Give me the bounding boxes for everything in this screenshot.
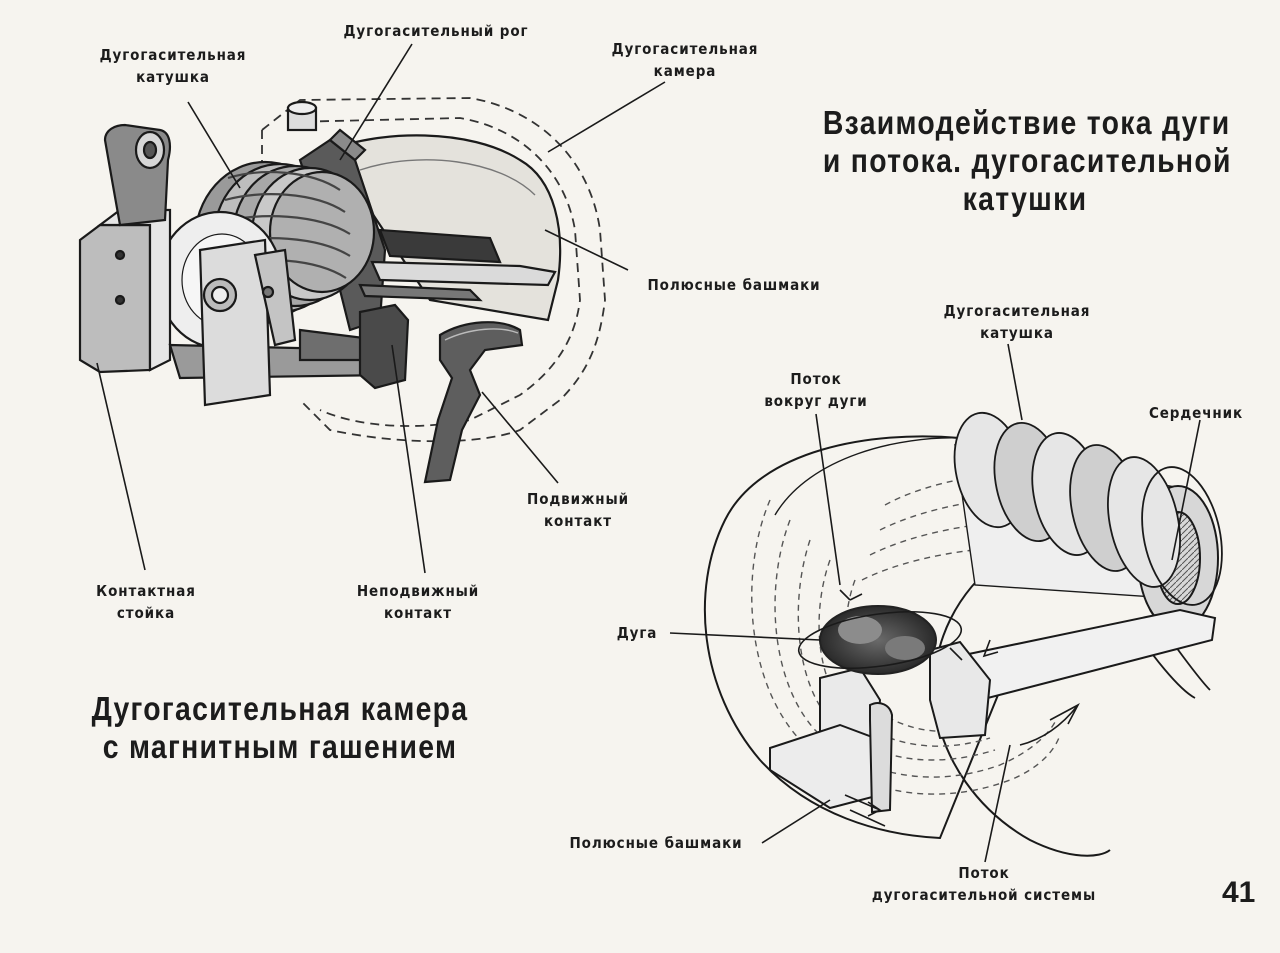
label-core: Сердечник bbox=[1148, 404, 1244, 422]
label-left-horn: Дугогасительный рог bbox=[343, 22, 529, 40]
top-screw bbox=[286, 100, 318, 132]
pole-shoe-plates bbox=[358, 228, 557, 302]
outer-pole-shell bbox=[703, 435, 1001, 840]
label-arc: Дуга bbox=[616, 624, 658, 642]
clamp-nut bbox=[198, 238, 297, 407]
title-interaction: Взаимодействие тока дуги и потока. дугог… bbox=[822, 104, 1232, 217]
right-leader-lines bbox=[669, 343, 1201, 863]
inner-pole-shell bbox=[933, 559, 1111, 857]
flux-arrows bbox=[844, 703, 1080, 827]
label-right-pole-shoes: Полюсные башмаки bbox=[569, 834, 743, 852]
arc-flux-loops bbox=[797, 589, 999, 669]
left-leader-lines bbox=[96, 43, 666, 574]
label-left-pole-shoes: Полюсные башмаки bbox=[647, 276, 821, 294]
arc-flux-illustration bbox=[703, 411, 1223, 857]
electric-arc bbox=[819, 605, 937, 675]
moving-contact-arm bbox=[423, 321, 524, 484]
title-chamber: Дугогасительная камера с магнитным гашен… bbox=[91, 690, 469, 765]
right-coil-rings bbox=[953, 411, 1223, 699]
page-number: 41 bbox=[1222, 876, 1256, 909]
contact-post-bracket bbox=[78, 123, 172, 374]
chamber-assembly-illustration bbox=[78, 97, 606, 484]
fixed-contact-block bbox=[358, 303, 410, 390]
contact-blocks bbox=[769, 640, 992, 814]
